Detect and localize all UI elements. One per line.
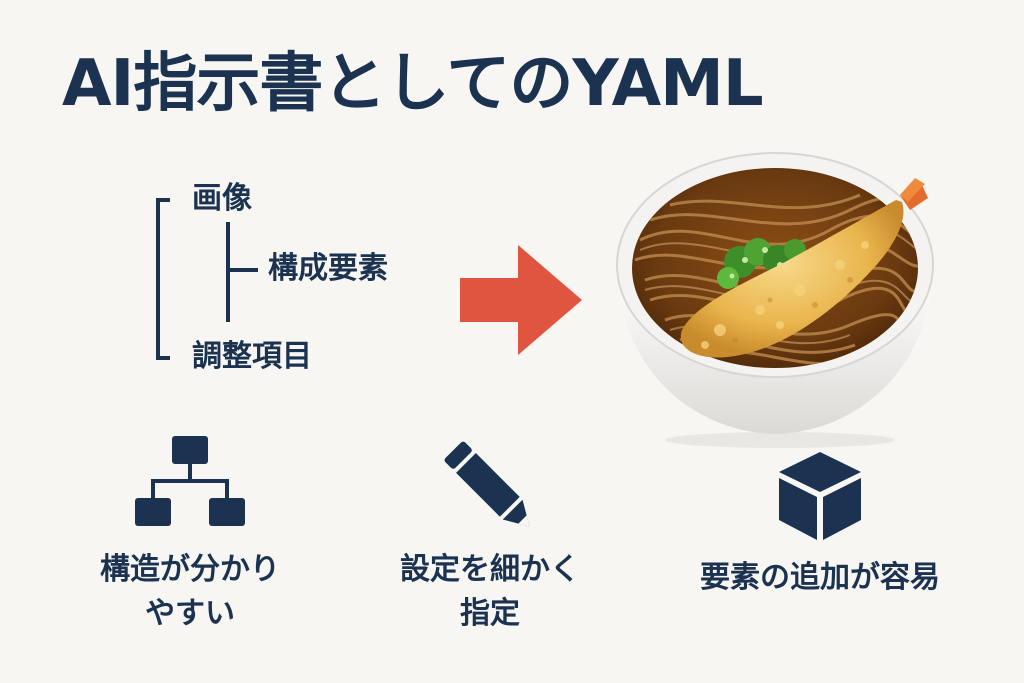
pencil-icon: [444, 441, 530, 527]
cube-icon: [779, 452, 861, 540]
feature-label-line1: 構造が分かり: [100, 552, 280, 587]
feature-easy-structure: 構造が分かり やすい: [60, 432, 320, 635]
structure-tree: 画像 構成要素 調整項目: [150, 170, 450, 380]
feature-easy-addition: 要素の追加が容易: [650, 450, 990, 600]
tempura-soba-bowl-image: [616, 152, 934, 448]
tree-node-sibling: 調整項目: [192, 339, 312, 374]
feature-detailed-settings: 設定を細かく 指定: [365, 432, 615, 635]
tree-node-child: 構成要素: [268, 251, 388, 286]
hierarchy-icon: [135, 436, 245, 526]
feature-label-line1: 要素の追加が容易: [700, 560, 940, 595]
arrow-right-icon: [460, 245, 582, 355]
feature-label-line1: 設定を細かく: [400, 552, 580, 587]
page-title: AI指示書としてのYAML: [62, 47, 764, 121]
feature-label-line2: やすい: [145, 595, 235, 631]
feature-label-line2: 指定: [460, 595, 520, 631]
tree-node-root: 画像: [192, 181, 252, 216]
tree-connector-lines: [156, 198, 258, 360]
shrimp-tempura: [680, 178, 928, 358]
